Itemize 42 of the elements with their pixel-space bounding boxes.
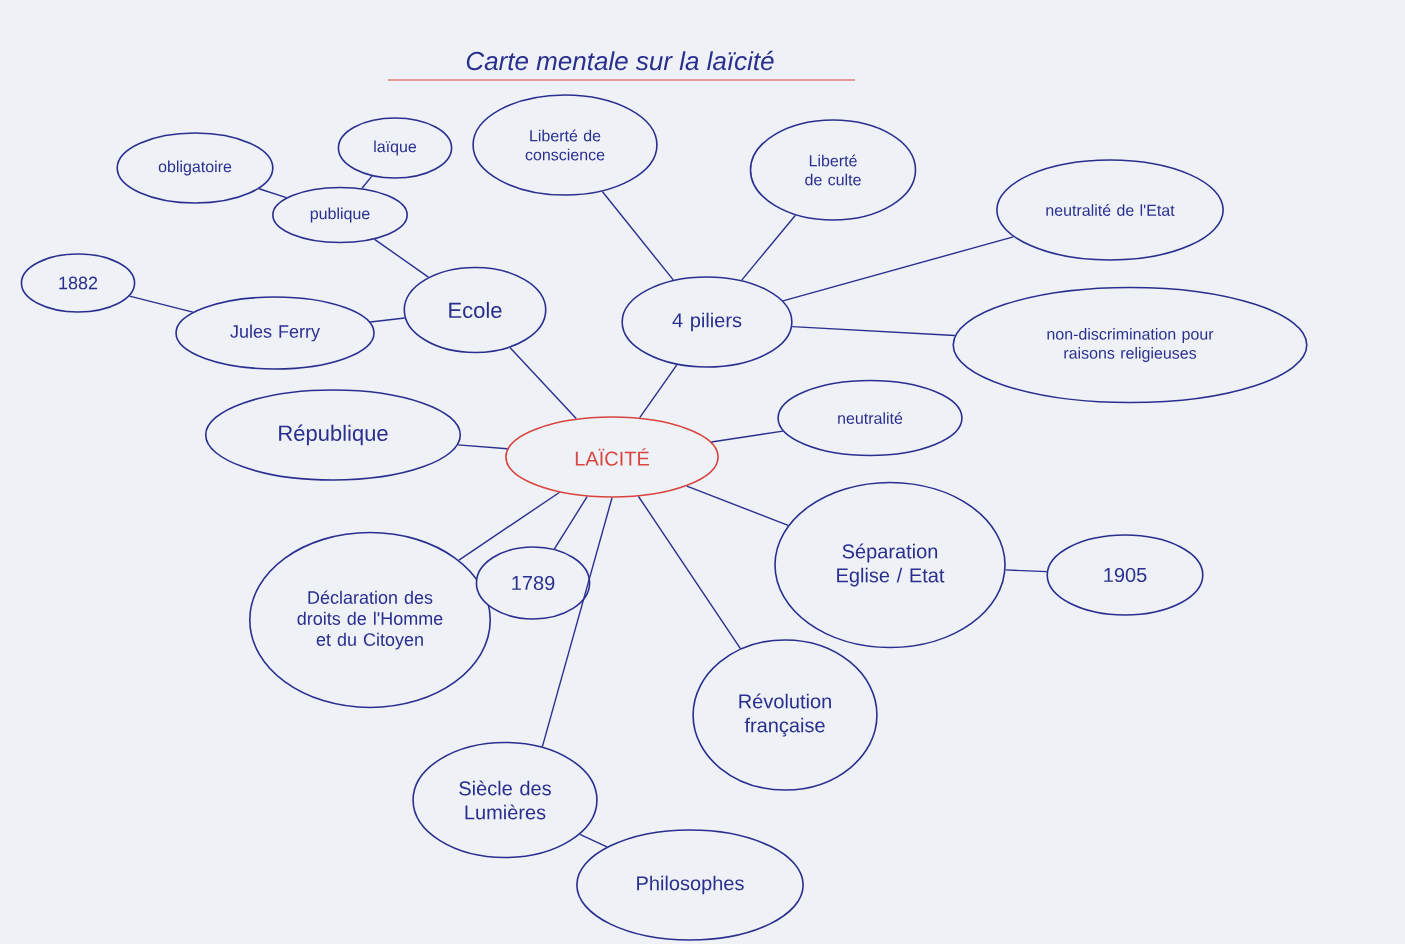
connector-line (128, 295, 194, 313)
connector-line (637, 495, 742, 650)
idea-bubble: Séparation Eglise / Etat (774, 481, 1006, 649)
central-bubble: LAÏCITÉ (505, 416, 719, 498)
connector-line (457, 444, 509, 450)
connector-line (1004, 569, 1048, 573)
connector-line (601, 190, 674, 281)
idea-bubble: Liberté de culte (749, 119, 917, 221)
connector-line (458, 491, 560, 561)
connector-line (553, 495, 588, 550)
idea-bubble: publique (272, 186, 408, 244)
idea-bubble: laïque (337, 117, 453, 179)
connector-line (782, 236, 1015, 302)
idea-bubble: 1882 (20, 253, 136, 313)
connector-line (579, 833, 608, 848)
connector-line (686, 485, 789, 527)
connector-line (369, 317, 406, 323)
idea-bubble: Liberté de conscience (472, 94, 658, 196)
idea-bubble: Révolution française (692, 639, 878, 791)
idea-bubble: obligatoire (116, 132, 274, 204)
connector-line (258, 188, 288, 199)
connector-line (710, 430, 784, 443)
connector-line (541, 497, 613, 748)
idea-bubble: Jules Ferry (175, 296, 375, 370)
connector-line (639, 364, 678, 419)
idea-bubble: 4 piliers (621, 276, 793, 368)
idea-bubble: Siècle des Lumières (412, 741, 598, 859)
connector-line (791, 325, 956, 337)
idea-bubble: 1905 (1046, 534, 1204, 616)
idea-bubble: Ecole (403, 266, 547, 354)
connector-line (373, 238, 430, 278)
idea-bubble: non-discrimination pour raisons religieuses (952, 286, 1308, 404)
idea-bubble: Philosophes (576, 829, 804, 941)
title: Carte mentale sur la laïcité (466, 50, 774, 71)
connector-line (361, 175, 373, 189)
idea-bubble: 1789 (475, 546, 591, 620)
idea-bubble: neutralité (777, 379, 963, 457)
idea-bubble: neutralité de l'Etat (996, 159, 1224, 261)
idea-bubble: République (204, 389, 462, 481)
connector-line (741, 214, 797, 281)
connector-line (509, 347, 577, 420)
idea-bubble: Déclaration des droits de l'Homme et du Citoyen (249, 531, 492, 709)
